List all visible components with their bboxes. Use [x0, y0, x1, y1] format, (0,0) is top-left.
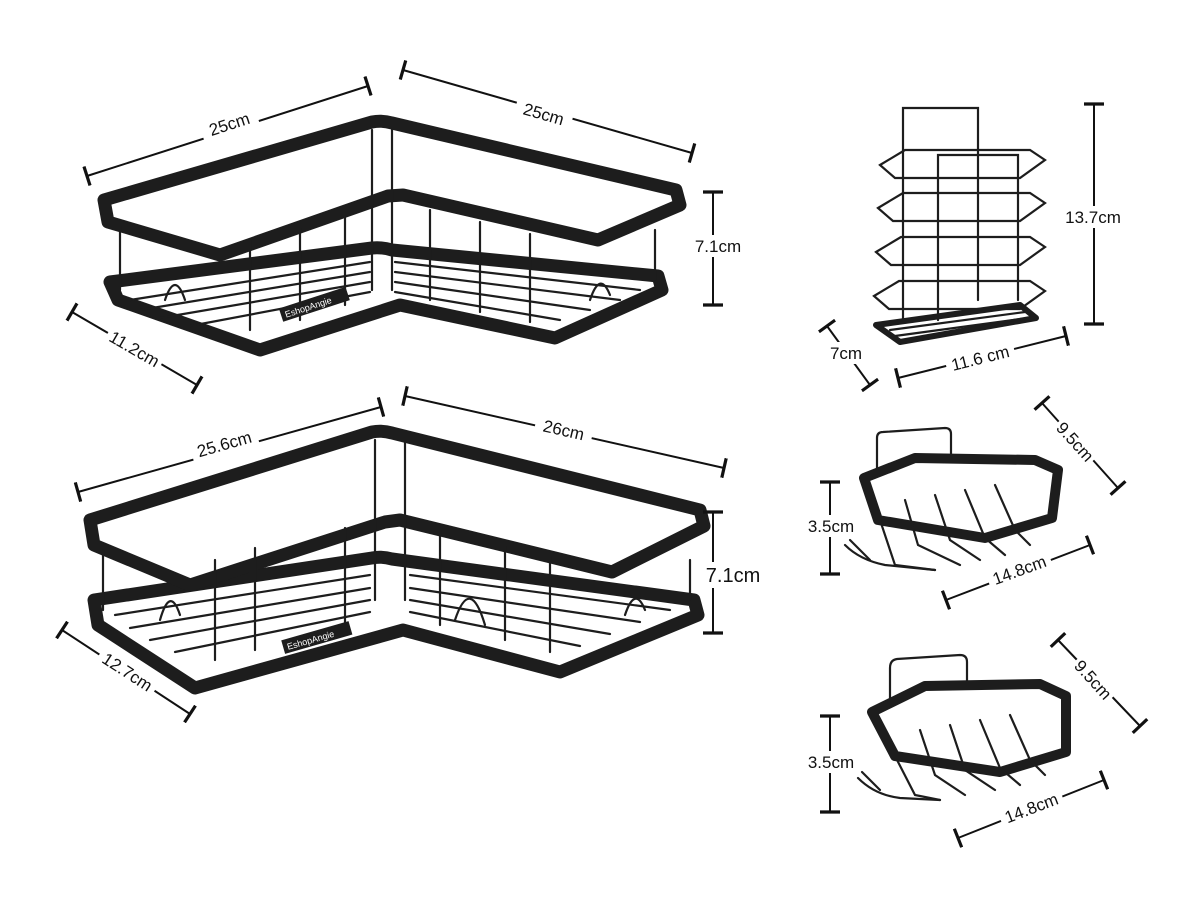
toothbrush-holder: 13.7cm 7cm 11.6 cm — [817, 102, 1126, 393]
shelf-wire-grid — [128, 208, 642, 332]
dim-label-depth: 7cm — [830, 344, 862, 363]
dish-rim — [859, 453, 1063, 543]
shelf-bottom-rail — [103, 241, 669, 357]
dim-label-height: 3.5cm — [808, 517, 854, 536]
shelf-top-rail — [97, 114, 687, 262]
back-plate — [901, 106, 980, 322]
dim-label-height: 13.7cm — [1065, 208, 1121, 227]
dim-label-right-width: 26cm — [541, 417, 586, 445]
dim-label-height: 7.1cm — [695, 237, 741, 256]
dish-rim — [867, 679, 1071, 777]
shelf-wire-grid — [113, 526, 672, 662]
corner-shelf-large: EshopAngie 25.6cm 26cm 7.1cm 12.7cm — [55, 385, 768, 724]
dim-label-height: 3.5cm — [808, 753, 854, 772]
dim-label-left-width: 25cm — [207, 109, 252, 140]
corner-shelf-small: EshopAngie 25cm 25cm 7.1cm 11.2cm — [65, 59, 744, 395]
holder-rings — [872, 148, 1047, 311]
dim-label-depth: 11.2cm — [106, 327, 163, 371]
back-plate — [888, 653, 969, 702]
dim-label-height: 7.1cm — [706, 565, 760, 587]
soap-dish-1: 9.5cm 3.5cm 14.8cm — [805, 395, 1127, 610]
back-plate — [875, 426, 953, 472]
dim-label-right-width: 25cm — [521, 100, 566, 130]
holder-tray — [873, 302, 1039, 345]
dish-wire-grid — [856, 713, 1047, 802]
soap-dish-2: 9.5cm 3.5cm 14.8cm — [805, 631, 1149, 848]
